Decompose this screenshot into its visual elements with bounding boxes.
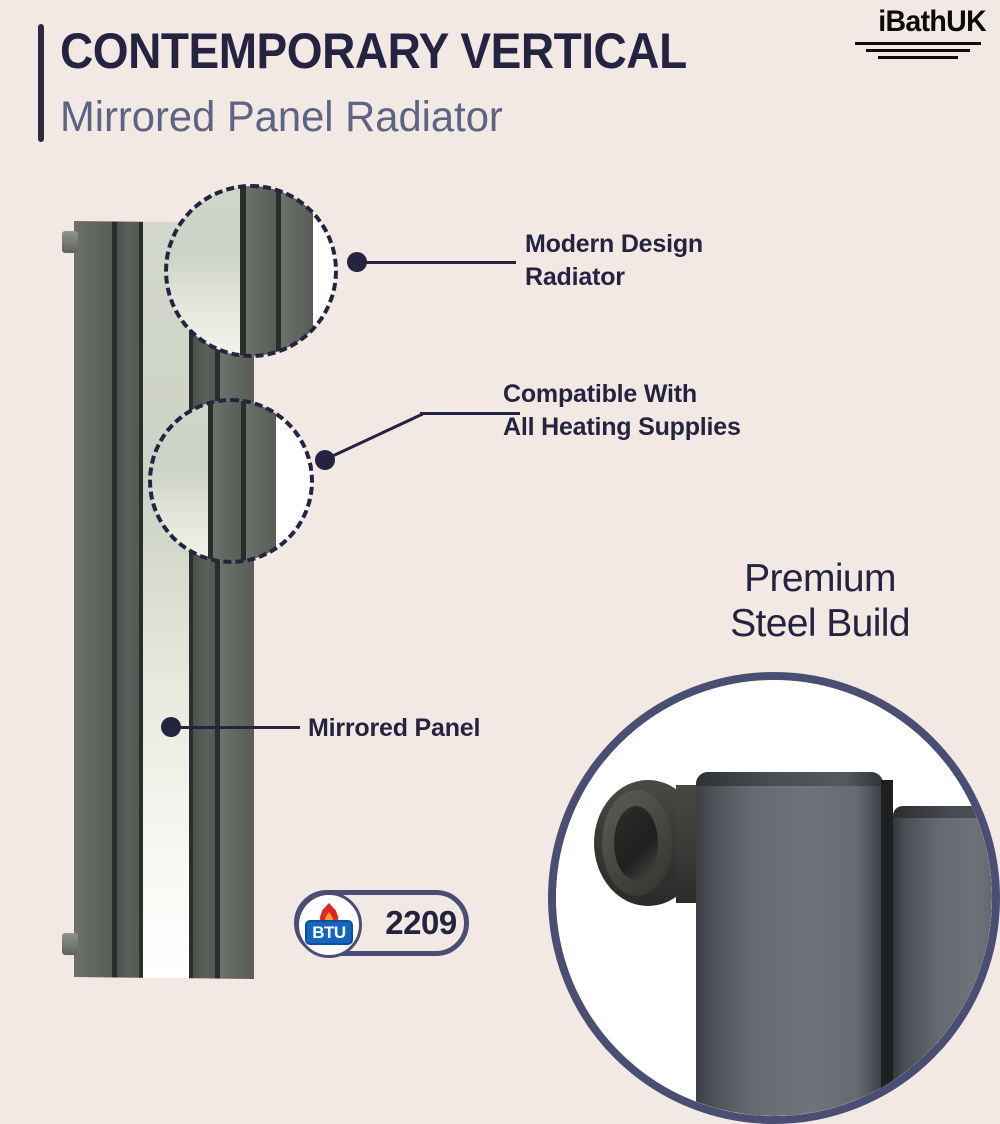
btu-label: BTU: [305, 920, 353, 945]
detail-panel-gap: [881, 780, 893, 1116]
detail-panel-front: [696, 772, 883, 1116]
callout-dot-mirrored-panel: [161, 717, 181, 737]
callout-compatible-line2: All Heating Supplies: [503, 413, 741, 441]
callout-mirrored-panel-line1: Mirrored Panel: [308, 714, 481, 742]
logo-rule-2: [866, 48, 970, 52]
callout-modern-design: Modern Design Radiator: [525, 228, 825, 294]
detail-connector-port-hole: [614, 806, 658, 880]
header: CONTEMPORARY VERTICAL Mirrored Panel Rad…: [0, 0, 1000, 160]
page-subtitle: Mirrored Panel Radiator: [60, 93, 503, 141]
btu-badge: BTU 2209: [294, 890, 469, 958]
btu-icon: BTU: [296, 892, 362, 958]
magnifier-top-ring: [164, 184, 338, 358]
detail-panel-front-top-edge: [696, 772, 883, 786]
detail-closeup-circle: [548, 672, 1000, 1124]
btu-value: 2209: [385, 904, 457, 941]
premium-line2: Steel Build: [730, 602, 910, 646]
callout-line-mirrored-panel: [178, 726, 300, 729]
detail-panel-back: [893, 806, 992, 1116]
callout-line-compatible-diagonal: [322, 412, 424, 462]
magnifier-bottom-ring: [148, 398, 314, 564]
callout-compatible: Compatible With All Heating Supplies: [503, 378, 833, 444]
logo-underline-rules: [850, 41, 986, 59]
callout-modern-design-line1: Modern Design: [525, 230, 703, 258]
page-title: CONTEMPORARY VERTICAL: [60, 23, 687, 79]
callout-dot-modern-design: [347, 252, 367, 272]
title-accent-bar: [38, 24, 44, 142]
radiator-valve-top: [62, 230, 78, 254]
premium-line1: Premium: [744, 557, 896, 600]
brand-name: iBathUK: [878, 5, 986, 38]
callout-modern-design-line2: Radiator: [525, 263, 625, 291]
flame-inner-shape: [324, 912, 334, 925]
logo-rule-1: [855, 41, 981, 45]
detail-panel-back-top-edge: [893, 806, 992, 818]
radiator-panel-left-inner: [117, 221, 139, 978]
callout-mirrored-panel: Mirrored Panel: [308, 712, 568, 745]
callout-line-compatible-horizontal: [420, 412, 520, 415]
brand-logo: iBathUK: [850, 5, 987, 78]
callout-line-modern-design: [364, 261, 516, 264]
premium-heading: Premium Steel Build: [640, 556, 1000, 646]
logo-rule-3: [878, 55, 958, 59]
callout-compatible-line1: Compatible With: [503, 380, 697, 408]
radiator-valve-bottom: [62, 932, 78, 956]
detail-closeup-image: [556, 680, 992, 1116]
radiator-panel-left-outer: [74, 221, 112, 978]
